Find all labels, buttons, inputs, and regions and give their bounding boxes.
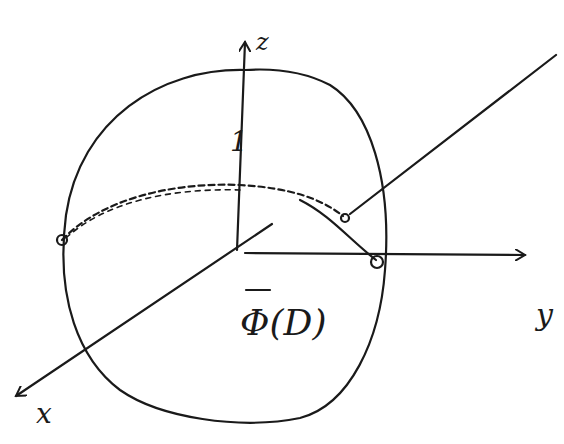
- sphere-outline: [63, 70, 386, 423]
- dashed-arc: [62, 185, 343, 240]
- point-marker: [371, 256, 383, 268]
- point-marker: [341, 214, 349, 222]
- point-marker: [57, 235, 67, 245]
- region-label: Φ(D): [240, 305, 326, 341]
- axis-label: z: [256, 30, 269, 54]
- leader-line: [350, 55, 556, 214]
- solid-arc: [300, 200, 376, 260]
- x-axis: [16, 224, 272, 396]
- axis-label: y: [536, 300, 553, 330]
- dashed-arc: [66, 190, 240, 238]
- overline-bar: [246, 289, 270, 291]
- axis-label: x: [36, 400, 52, 428]
- y-axis: [245, 253, 525, 255]
- axis-label: 1: [230, 128, 248, 156]
